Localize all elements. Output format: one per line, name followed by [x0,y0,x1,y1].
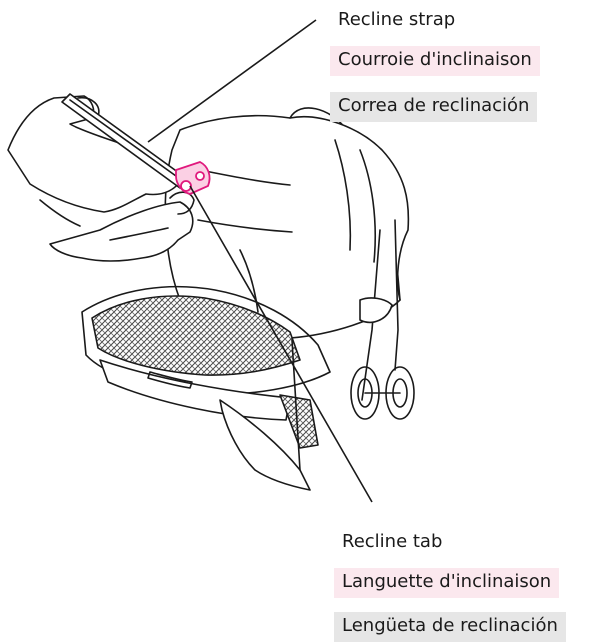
recline-strap-label-group: Recline strap Courroie d'inclinaison Cor… [330,6,593,130]
recline-strap-label-fr: Courroie d'inclinaison [330,46,540,76]
frame-joint [360,298,392,322]
side-mesh [280,395,318,448]
recline-tab-label-en: Recline tab [334,528,450,558]
recline-strap-label-en: Recline strap [330,6,463,36]
recline-strap-label-es: Correa de reclinación [330,92,537,122]
recline-tab-label-group: Recline tab Languette d'inclinaison Leng… [334,528,593,644]
recline-tab-label-fr: Languette d'inclinaison [334,568,559,598]
recline-tab-label-es: Lengüeta de reclinación [334,612,566,642]
